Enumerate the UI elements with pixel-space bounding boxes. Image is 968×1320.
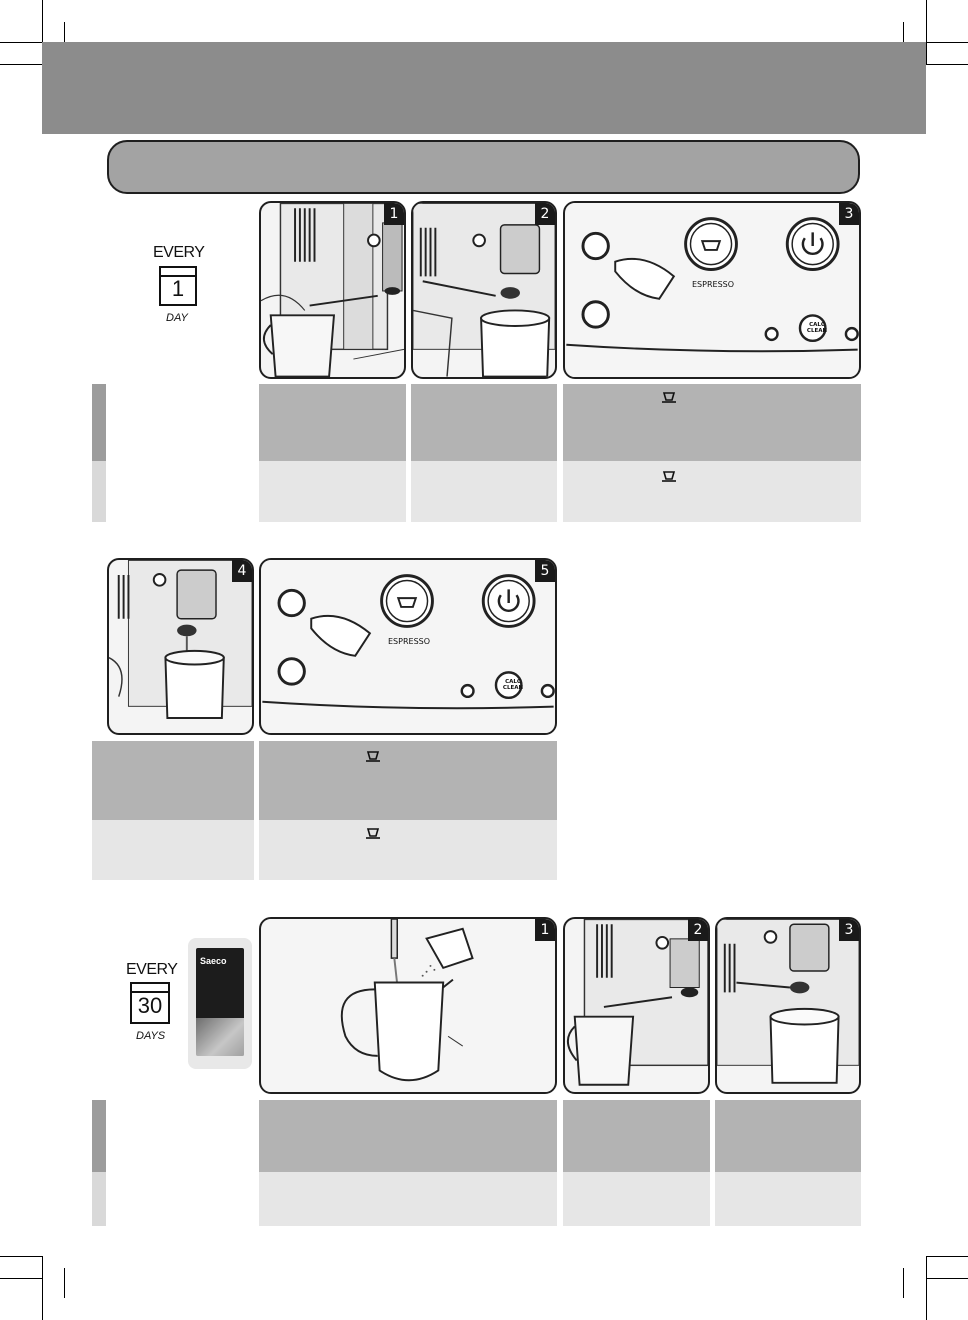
product-brand: Saeco bbox=[200, 956, 227, 966]
calendar-number: 1 bbox=[171, 276, 185, 301]
crop-mark bbox=[926, 42, 968, 43]
crop-mark bbox=[926, 1278, 968, 1279]
every-1-day-icon: EVERY 1 DAY bbox=[148, 244, 208, 328]
crop-mark bbox=[42, 1256, 43, 1320]
text-cell-3-dark bbox=[715, 1100, 861, 1172]
language-bar-dark bbox=[92, 1100, 106, 1172]
milk-cup-icon bbox=[662, 392, 676, 403]
language-bar-dark bbox=[92, 384, 106, 461]
text-cell-4-light bbox=[92, 820, 254, 880]
every-label: EVERY bbox=[126, 961, 178, 978]
machine-container-drawing bbox=[413, 203, 555, 377]
crop-mark bbox=[926, 64, 968, 65]
crop-mark bbox=[0, 42, 42, 43]
text-cell-2-light bbox=[411, 461, 557, 522]
machine-container-drawing bbox=[717, 919, 859, 1084]
section-title-bar bbox=[107, 140, 860, 194]
calc-label: CALC bbox=[809, 322, 825, 328]
text-cell-3-light bbox=[715, 1172, 861, 1226]
text-cell-2-dark bbox=[411, 384, 557, 461]
text-cell-1-light bbox=[259, 461, 406, 522]
calendar-icon: 30 bbox=[130, 982, 170, 1024]
text-cell-4-dark bbox=[92, 741, 254, 820]
step-number: 2 bbox=[688, 919, 708, 941]
crop-mark bbox=[926, 1256, 968, 1257]
page-header-bar bbox=[42, 42, 926, 134]
crop-mark bbox=[64, 1268, 65, 1298]
crop-mark bbox=[903, 1268, 904, 1298]
step-5-illustration-control-panel: ESPRESSO CALC CLEAN 5 bbox=[259, 558, 557, 735]
text-cell-2-dark bbox=[563, 1100, 710, 1172]
cleaning-product-box: Saeco bbox=[188, 938, 252, 1069]
clean-label: CLEAN bbox=[502, 685, 524, 691]
every-label: EVERY bbox=[153, 244, 205, 261]
text-cell-5-light bbox=[259, 820, 557, 880]
calendar-icon: 1 bbox=[159, 266, 197, 306]
language-bar-light bbox=[92, 461, 106, 522]
step-2-illustration-container: 2 bbox=[411, 201, 557, 379]
espresso-label: ESPRESSO bbox=[388, 637, 431, 646]
step-number: 3 bbox=[839, 919, 859, 941]
control-panel-drawing bbox=[262, 560, 555, 733]
calendar-number: 30 bbox=[137, 993, 163, 1018]
text-cell-1-dark bbox=[259, 384, 406, 461]
text-cell-5-dark bbox=[259, 741, 557, 820]
step-number: 3 bbox=[839, 203, 859, 225]
step-number: 1 bbox=[384, 203, 404, 225]
crop-mark bbox=[0, 64, 42, 65]
text-cell-2-light bbox=[563, 1172, 710, 1226]
crop-mark bbox=[42, 0, 43, 64]
text-cell-3-dark bbox=[563, 384, 861, 461]
step-3-illustration-container: 3 bbox=[715, 917, 861, 1094]
calendar-header bbox=[132, 984, 168, 993]
text-cell-3-light bbox=[563, 461, 861, 522]
days-label: DAYS bbox=[136, 1030, 166, 1042]
milk-cup-icon bbox=[662, 471, 676, 482]
calc-clean-label: CALC CLEAN bbox=[502, 679, 524, 691]
language-bar-light bbox=[92, 1172, 106, 1226]
crop-mark bbox=[926, 0, 927, 64]
machine-milk-pitcher-drawing bbox=[566, 919, 708, 1086]
clean-label: CLEAN bbox=[806, 328, 828, 334]
calc-label: CALC bbox=[505, 679, 521, 685]
milk-cup-icon bbox=[366, 828, 380, 839]
control-panel-drawing bbox=[566, 203, 859, 377]
machine-milk-pitcher-drawing bbox=[261, 203, 404, 377]
step-1-illustration-milk-pitcher: 1 bbox=[259, 201, 406, 379]
step-4-illustration-container: 4 bbox=[107, 558, 254, 735]
step-number: 4 bbox=[232, 560, 252, 582]
text-cell-1-dark bbox=[259, 1100, 557, 1172]
crop-mark bbox=[0, 1256, 42, 1257]
step-2-illustration-milk-pitcher: 2 bbox=[563, 917, 710, 1094]
product-box-shine bbox=[196, 1018, 244, 1056]
machine-container-drawing bbox=[109, 560, 252, 719]
every-30-days-icon: EVERY 30 DAYS bbox=[124, 961, 184, 1045]
step-number: 5 bbox=[535, 560, 555, 582]
text-cell-1-light bbox=[259, 1172, 557, 1226]
calendar-header bbox=[161, 268, 195, 277]
milk-cup-icon bbox=[366, 751, 380, 762]
step-number: 1 bbox=[535, 919, 555, 941]
calc-clean-label: CALC CLEAN bbox=[806, 322, 828, 334]
crop-mark bbox=[926, 1256, 927, 1320]
step-number: 2 bbox=[535, 203, 555, 225]
pitcher-with-powder-drawing bbox=[262, 919, 554, 1092]
crop-mark bbox=[0, 1278, 42, 1279]
day-label: DAY bbox=[166, 312, 188, 324]
step-1-illustration-dissolve: 1 bbox=[259, 917, 557, 1094]
espresso-label: ESPRESSO bbox=[692, 280, 735, 289]
step-3-illustration-control-panel: ESPRESSO CALC CLEAN 3 bbox=[563, 201, 861, 379]
